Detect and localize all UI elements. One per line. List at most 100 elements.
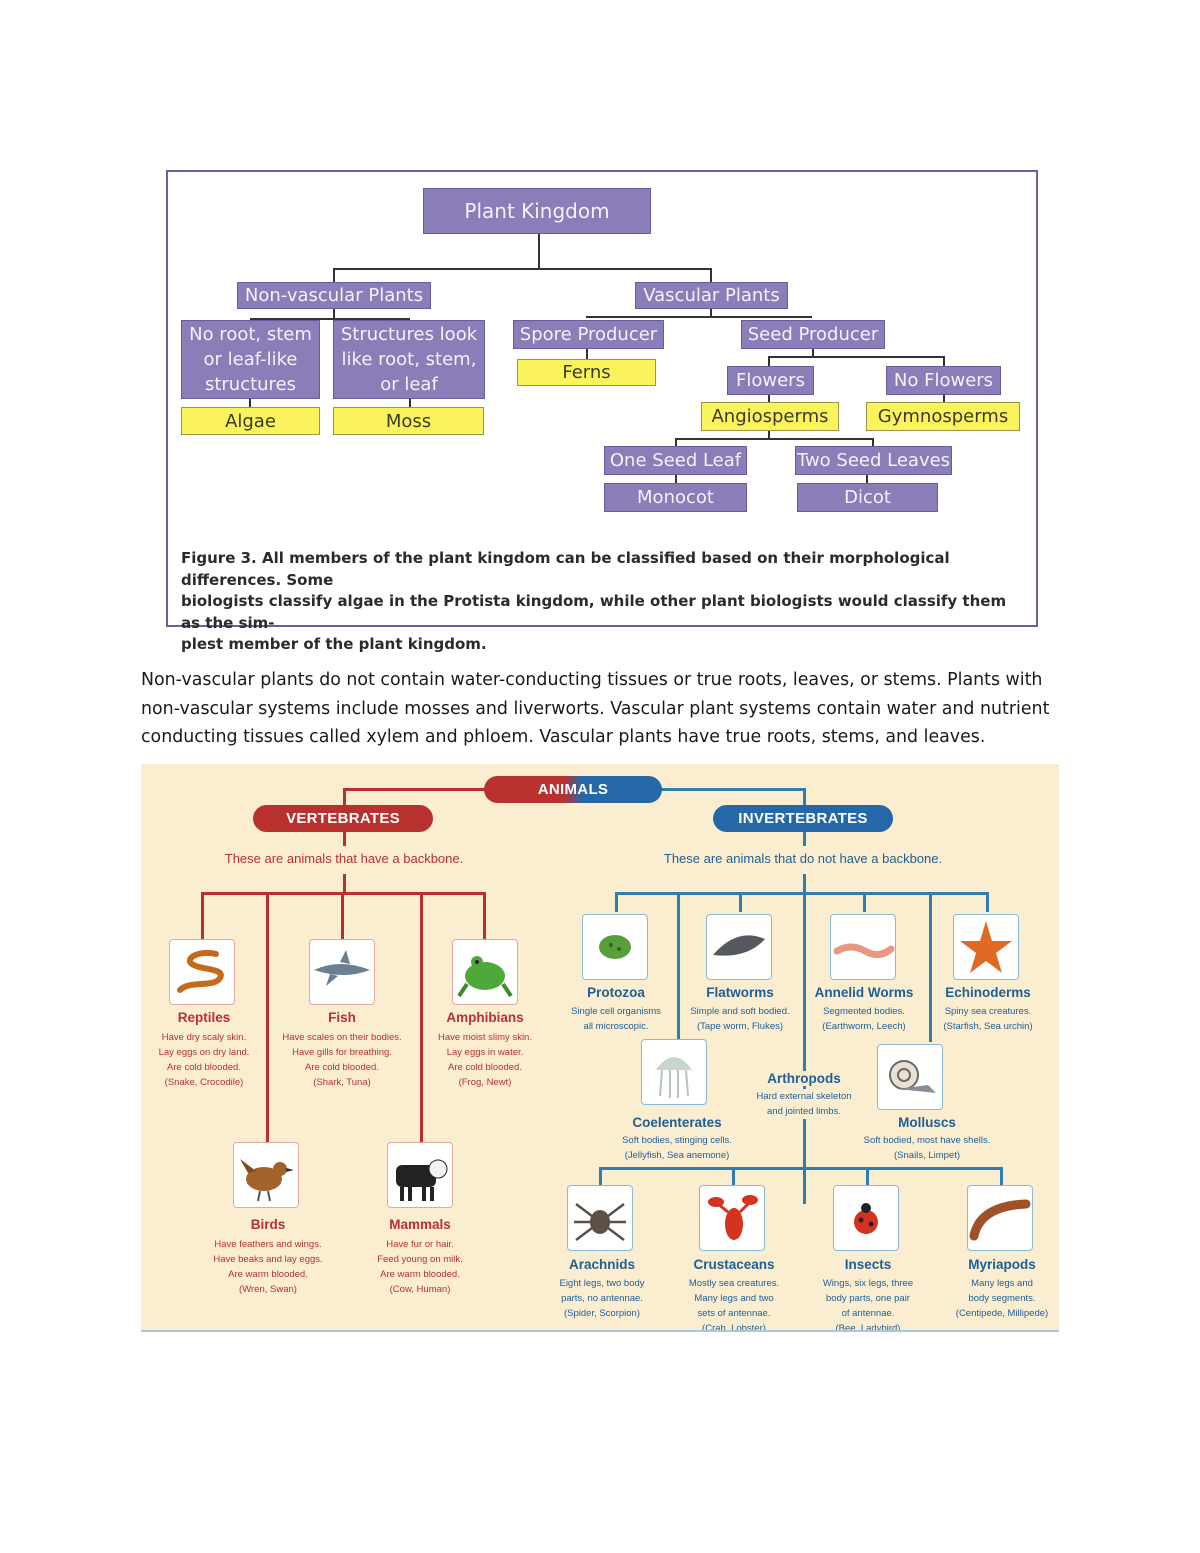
- connector-line: [343, 788, 493, 791]
- group-desc-reptiles: Have dry scaly skin. Lay eggs on dry lan…: [158, 1032, 250, 1088]
- connector-line: [343, 832, 346, 846]
- connector-line: [732, 1167, 735, 1185]
- group-name-echinoderms: Echinoderms: [945, 985, 1031, 1000]
- frog-icon: [452, 939, 518, 1005]
- connector-line: [599, 1167, 602, 1185]
- connector-line: [615, 892, 618, 912]
- connector-line: [986, 892, 989, 912]
- connector-line: [943, 356, 945, 366]
- group-desc-molluscs: Soft bodied, most have shells. (Snails, …: [863, 1135, 991, 1161]
- connector-line: [739, 892, 742, 912]
- plant-kingdom-node: Plant Kingdom: [423, 188, 651, 234]
- nonvascular-plants-node: Non-vascular Plants: [237, 282, 431, 309]
- bird-icon: [233, 1142, 299, 1208]
- group-name-insects: Insects: [844, 1257, 892, 1272]
- angiosperms-node: Angiosperms: [701, 402, 839, 431]
- flowers-node: Flowers: [727, 366, 814, 395]
- group-desc-amphibians: Have moist slimy skin. Lay eggs in water…: [438, 1032, 532, 1088]
- connector-line: [250, 318, 410, 320]
- connector-line: [661, 788, 805, 791]
- vertebrates-node: VERTEBRATES: [253, 805, 433, 832]
- connector-line: [866, 1167, 869, 1185]
- connector-line: [768, 356, 770, 366]
- connector-line: [710, 308, 712, 318]
- connector-line: [599, 1167, 1003, 1170]
- spider-icon: [567, 1185, 633, 1251]
- connector-line: [768, 430, 770, 440]
- group-desc-flatworms: Simple and soft bodied. (Tape worm, Fluk…: [690, 1006, 790, 1032]
- group-name-mammals: Mammals: [389, 1217, 451, 1232]
- group-name-amphibians: Amphibians: [446, 1010, 524, 1025]
- connector-line: [333, 268, 711, 270]
- connector-line: [803, 874, 806, 1204]
- group-desc-echinoderms: Spiny sea creatures. (Starfish, Sea urch…: [943, 1006, 1033, 1032]
- connector-line: [586, 316, 812, 318]
- connector-line: [812, 348, 814, 358]
- connector-line: [943, 394, 945, 402]
- group-name-molluscs: Molluscs: [898, 1115, 956, 1130]
- connector-line: [341, 892, 344, 939]
- connector-line: [201, 892, 204, 939]
- connector-line: [675, 474, 677, 484]
- group-name-coelenterates: Coelenterates: [632, 1115, 722, 1130]
- millipede-icon: [967, 1185, 1033, 1251]
- connector-line: [863, 892, 866, 912]
- connector-line: [333, 308, 335, 320]
- ladybird-icon: [833, 1185, 899, 1251]
- flatworm-icon: [706, 914, 772, 980]
- connector-line: [929, 892, 932, 1042]
- connector-line: [266, 892, 269, 1142]
- invertebrates-subtitle: These are animals that do not have a bac…: [663, 851, 943, 866]
- connector-line: [710, 268, 712, 283]
- group-desc-annelid-worms: Segmented bodies. (Earthworm, Leech): [822, 1006, 906, 1032]
- connector-line: [538, 234, 540, 270]
- group-desc-insects: Wings, six legs, three body parts, one p…: [822, 1278, 914, 1332]
- connector-line: [866, 474, 868, 484]
- two-seed-leaves-node: Two Seed Leaves: [795, 446, 952, 475]
- group-name-arachnids: Arachnids: [568, 1257, 636, 1272]
- connector-line: [420, 892, 423, 1142]
- group-desc-fish: Have scales on their bodies. Have gills …: [282, 1032, 402, 1088]
- invertebrates-node: INVERTEBRATES: [713, 805, 893, 832]
- connector-line: [803, 832, 806, 846]
- group-name-annelid-worms: Annelid Worms: [814, 985, 914, 1000]
- connector-line: [333, 268, 335, 283]
- monocot-node: Monocot: [604, 483, 747, 512]
- group-name-reptiles: Reptiles: [177, 1010, 231, 1025]
- connector-line: [768, 394, 770, 404]
- group-desc-protozoa: Single cell organisms all microscopic.: [571, 1006, 661, 1032]
- group-name-birds: Birds: [250, 1217, 286, 1232]
- connector-line: [768, 356, 944, 358]
- root-like-structures-node: Structures look like root, stem, or leaf: [333, 320, 485, 399]
- group-desc-arthropods: Hard external skeleton and jointed limbs…: [734, 1089, 874, 1119]
- starfish-icon: [953, 914, 1019, 980]
- animals-root-node: ANIMALS: [484, 776, 662, 803]
- connector-line: [872, 438, 874, 448]
- group-desc-myriapods: Many legs and body segments. (Centipede,…: [955, 1278, 1049, 1319]
- vascular-plants-node: Vascular Plants: [635, 282, 788, 309]
- ferns-node: Ferns: [517, 359, 656, 386]
- group-desc-birds: Have feathers and wings. Have beaks and …: [213, 1239, 323, 1295]
- snail-icon: [877, 1044, 943, 1110]
- group-name-protozoa: Protozoa: [587, 985, 645, 1000]
- spore-producer-node: Spore Producer: [513, 320, 664, 349]
- connector-line: [586, 348, 588, 360]
- connector-line: [803, 788, 806, 806]
- connector-line: [615, 892, 988, 895]
- seed-producer-node: Seed Producer: [741, 320, 885, 349]
- dicot-node: Dicot: [797, 483, 938, 512]
- figure-caption: Figure 3. All members of the plant kingd…: [181, 549, 1007, 653]
- connector-line: [249, 398, 251, 408]
- snake-icon: [169, 939, 235, 1005]
- protozoa-icon: [582, 914, 648, 980]
- connector-line: [675, 438, 873, 440]
- connector-line: [409, 398, 411, 408]
- group-desc-coelenterates: Soft bodies, stinging cells. (Jellyfish,…: [622, 1135, 732, 1161]
- earthworm-icon: [830, 914, 896, 980]
- group-name-crustaceans: Crustaceans: [693, 1257, 775, 1272]
- animals-classification-figure: ANIMALS VERTEBRATES INVERTEBRATES These …: [141, 764, 1059, 1332]
- jellyfish-icon: [641, 1039, 707, 1105]
- no-flowers-node: No Flowers: [886, 366, 1001, 395]
- connector-line: [675, 438, 677, 448]
- connector-line: [343, 788, 346, 806]
